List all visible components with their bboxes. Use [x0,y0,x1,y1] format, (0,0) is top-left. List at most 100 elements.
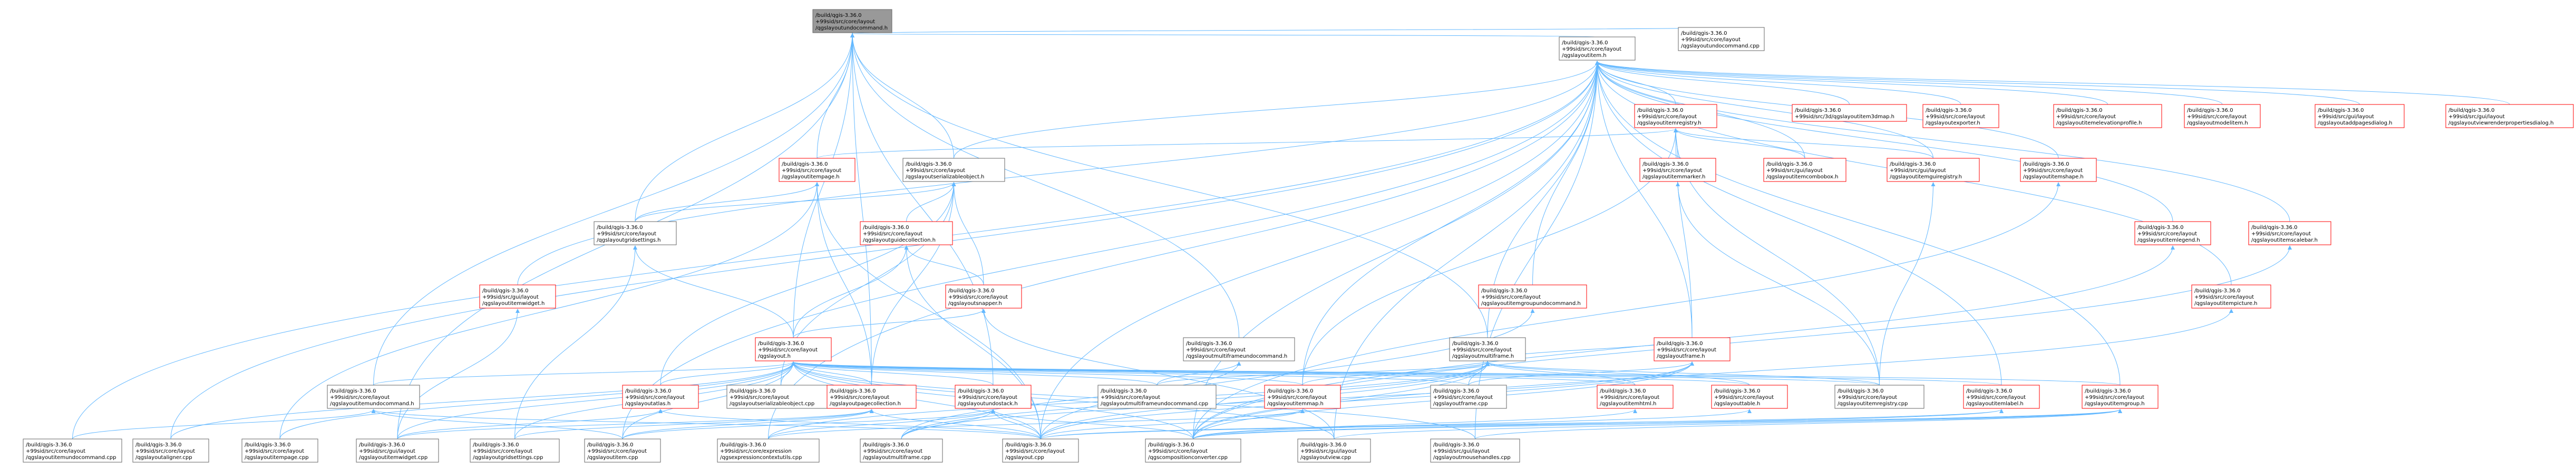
node-label-line: /qgslayoutitemwidget.h [482,301,545,307]
graph-node-html-h[interactable]: /build/qgis-3.36.0+99sid/src/core/layout… [1597,385,1674,409]
node-label-line: /qgslayoutitemundocommand.h [330,401,414,407]
graph-node-gridsettings-cpp[interactable]: /build/qgis-3.36.0+99sid/src/core/layout… [470,438,560,463]
dependency-edge [815,182,872,386]
graph-node-itempage-cpp[interactable]: /build/qgis-3.36.0+99sid/src/core/layout… [241,438,318,463]
graph-node-modelitem-h[interactable]: /build/qgis-3.36.0+99sid/src/core/layout… [2184,104,2261,128]
graph-node-item-cpp[interactable]: /build/qgis-3.36.0+99sid/src/core/layout… [584,438,661,463]
graph-node-undostack-h[interactable]: /build/qgis-3.36.0+99sid/src/core/layout… [955,385,1032,409]
node-label-line: /qgslayoutserializableobject.cpp [730,401,814,407]
dependency-edge [514,245,637,440]
graph-node-marker-h[interactable]: /build/qgis-3.36.0+99sid/src/core/layout… [1639,158,1716,182]
node-label-line: +99sid/src/core/layout [473,448,532,454]
dependency-edge [1595,61,1933,159]
node-label-line: /qgslayoutitemelevationprofile.h [2056,120,2142,126]
graph-node-label-h[interactable]: /build/qgis-3.36.0+99sid/src/core/layout… [1963,385,2040,409]
node-label-line: +99sid/src/core/layout [1926,114,1985,120]
node-box [1711,385,1788,409]
graph-node-multiframe-h[interactable]: /build/qgis-3.36.0+99sid/src/core/layout… [1449,337,1526,361]
node-label-line: /qgslayoutview.cpp [1300,455,1351,461]
graph-node-undocmd-cpp[interactable]: /build/qgis-3.36.0+99sid/src/core/layout… [1678,27,1765,51]
node-label-line: +99sid/src/gui/layout [359,448,415,454]
node-label-line: /qgslayoutitemlegend.h [2137,237,2200,243]
node-label-line: /build/qgis-3.36.0 [1101,388,1146,394]
graph-node-addpages-h[interactable]: /build/qgis-3.36.0+99sid/src/gui/layout/… [2315,104,2405,128]
graph-node-itemwidget-cpp[interactable]: /build/qgis-3.36.0+99sid/src/gui/layout/… [356,438,439,463]
graph-node-itemshape-h[interactable]: /build/qgis-3.36.0+99sid/src/core/layout… [2020,158,2097,182]
graph-node-frame-h[interactable]: /build/qgis-3.36.0+99sid/src/core/layout… [1654,337,1731,361]
graph-node-mfundo-cpp[interactable]: /build/qgis-3.36.0+99sid/src/core/layout… [1097,385,1217,409]
graph-node-table-h[interactable]: /build/qgis-3.36.0+99sid/src/core/layout… [1711,385,1788,409]
dependency-edge [371,409,1041,440]
node-box [1887,158,1980,182]
graph-node-exprcontext-cpp[interactable]: /build/qgis-3.36.0+99sid/src/core/expres… [717,438,820,463]
node-label-line: /qgslayoutitemgroup.h [2085,401,2145,407]
dependency-edge [373,33,854,386]
graph-node-exporter-h[interactable]: /build/qgis-3.36.0+99sid/src/core/layout… [1922,104,1999,128]
graph-node-mfundo-h[interactable]: /build/qgis-3.36.0+99sid/src/core/layout… [1183,337,1295,361]
dependency-edge [851,27,1722,34]
graph-node-item-h[interactable]: /build/qgis-3.36.0+99sid/src/core/layout… [1559,36,1636,61]
graph-node-frame-cpp[interactable]: /build/qgis-3.36.0+99sid/src/core/layout… [1430,385,1507,409]
graph-node-mousehandles-cpp[interactable]: /build/qgis-3.36.0+99sid/src/gui/layout/… [1430,438,1520,463]
graph-node-multiframe-cpp[interactable]: /build/qgis-3.36.0+99sid/src/core/layout… [860,438,943,463]
graph-node-legend-h[interactable]: /build/qgis-3.36.0+99sid/src/core/layout… [2134,221,2211,245]
node-label-line: /build/qgis-3.36.0 [906,161,951,167]
graph-node-layout-cpp[interactable]: /build/qgis-3.36.0+99sid/src/core/layout… [1002,438,1079,463]
node-label-line: /qgslayoutitemlabel.h [1966,401,2024,407]
graph-node-itemregistry-cpp[interactable]: /build/qgis-3.36.0+99sid/src/core/layout… [1834,385,1924,409]
graph-node-serializable-h[interactable]: /build/qgis-3.36.0+99sid/src/core/layout… [902,158,1005,182]
node-label-line: +99sid/src/core/layout [2023,168,2083,174]
graph-node-bitmap-h[interactable]: /build/qgis-3.36.0+99sid/src/3d/qgslayou… [1792,104,1907,122]
graph-node-itemundocmd-h[interactable]: /build/qgis-3.36.0+99sid/src/core/layout… [327,385,420,409]
node-box [779,158,856,182]
dependency-edge [850,33,954,159]
graph-node-picture-h[interactable]: /build/qgis-3.36.0+99sid/src/core/layout… [2191,284,2271,309]
node-label-line: /build/qgis-3.36.0 [1267,388,1313,394]
graph-node-combobox-h[interactable]: /build/qgis-3.36.0+99sid/src/gui/layout/… [1763,158,1846,182]
graph-node-root[interactable]: /build/qgis-3.36.0+99sid/src/core/layout… [812,9,892,33]
node-label-line: /qgslayoutmultiframeundocommand.h [1186,354,1287,359]
graph-node-itemgroup-h[interactable]: /build/qgis-3.36.0+99sid/src/core/layout… [2082,385,2159,409]
graph-node-view-cpp[interactable]: /build/qgis-3.36.0+99sid/src/gui/layout/… [1297,438,1371,463]
graph-node-itemwidget-h[interactable]: /build/qgis-3.36.0+99sid/src/gui/layout/… [479,284,556,309]
node-box [1297,438,1371,463]
node-label-line: +99sid/src/gui/layout [1300,448,1357,454]
dependency-edge [991,409,1193,440]
dependency-edge [279,182,819,440]
graph-node-compconv-cpp[interactable]: /build/qgis-3.36.0+99sid/src/core/layout… [1145,438,1241,463]
dependency-edge [850,33,1239,338]
graph-node-registry-h[interactable]: /build/qgis-3.36.0+99sid/src/core/layout… [1634,104,1717,128]
graph-node-guiregistry-h[interactable]: /build/qgis-3.36.0+99sid/src/gui/layout/… [1887,158,1980,182]
node-label-line: /qgslayoutitemmarker.h [1642,174,1705,180]
node-label-line: /build/qgis-3.36.0 [1890,161,1936,167]
dependency-edge [816,128,1678,159]
graph-node-gridsettings-h[interactable]: /build/qgis-3.36.0+99sid/src/core/layout… [594,221,677,245]
graph-node-pagecoll-h[interactable]: /build/qgis-3.36.0+99sid/src/core/layout… [827,385,917,409]
graph-node-serializable-cpp[interactable]: /build/qgis-3.36.0+99sid/src/core/layout… [726,385,835,409]
node-label-line: +99sid/src/core/layout [1186,347,1246,353]
graph-node-aligner-cpp[interactable]: /build/qgis-3.36.0+99sid/src/core/layout… [132,438,209,463]
node-label-line: /build/qgis-3.36.0 [625,388,671,394]
node-label-line: +99sid/src/core/layout [863,448,922,454]
graph-node-snapper-h[interactable]: /build/qgis-3.36.0+99sid/src/core/layout… [945,284,1022,309]
graph-node-viewprops-h[interactable]: /build/qgis-3.36.0+99sid/src/gui/layout/… [2445,104,2574,128]
graph-node-atlas-h[interactable]: /build/qgis-3.36.0+99sid/src/core/layout… [622,385,699,409]
dependency-edge [791,361,1303,386]
node-label-line: +99sid/src/gui/layout [2448,114,2505,120]
node-label-line: /qgslayoutpagecollection.h [830,401,901,407]
node-label-line: /qgslayoutitemhtml.h [1600,401,1656,407]
dependency-edge [1595,61,2510,105]
dependency-edge [622,61,1599,440]
graph-node-itemmap-h[interactable]: /build/qgis-3.36.0+99sid/src/core/layout… [1264,385,1341,409]
node-label-line: +99sid/src/core/layout [26,448,85,454]
graph-node-guidecoll-h[interactable]: /build/qgis-3.36.0+99sid/src/core/layout… [860,221,953,245]
node-label-line: /qgslayoutframe.h [1657,354,1705,359]
graph-node-scalebar-h[interactable]: /build/qgis-3.36.0+99sid/src/core/layout… [2248,221,2331,245]
node-label-line: /qgslayoutitemscalebar.h [2251,237,2318,243]
node-label-line: +99sid/src/core/layout [958,395,1017,400]
graph-node-layout-h[interactable]: /build/qgis-3.36.0+99sid/src/core/layout… [755,337,832,361]
graph-node-groupundo-h[interactable]: /build/qgis-3.36.0+99sid/src/core/layout… [1478,284,1587,309]
graph-node-itemundocmd-cpp[interactable]: /build/qgis-3.36.0+99sid/src/core/layout… [23,438,122,463]
graph-node-elevation-h[interactable]: /build/qgis-3.36.0+99sid/src/core/layout… [2053,104,2162,128]
graph-node-itempage-h[interactable]: /build/qgis-3.36.0+99sid/src/core/layout… [779,158,856,182]
